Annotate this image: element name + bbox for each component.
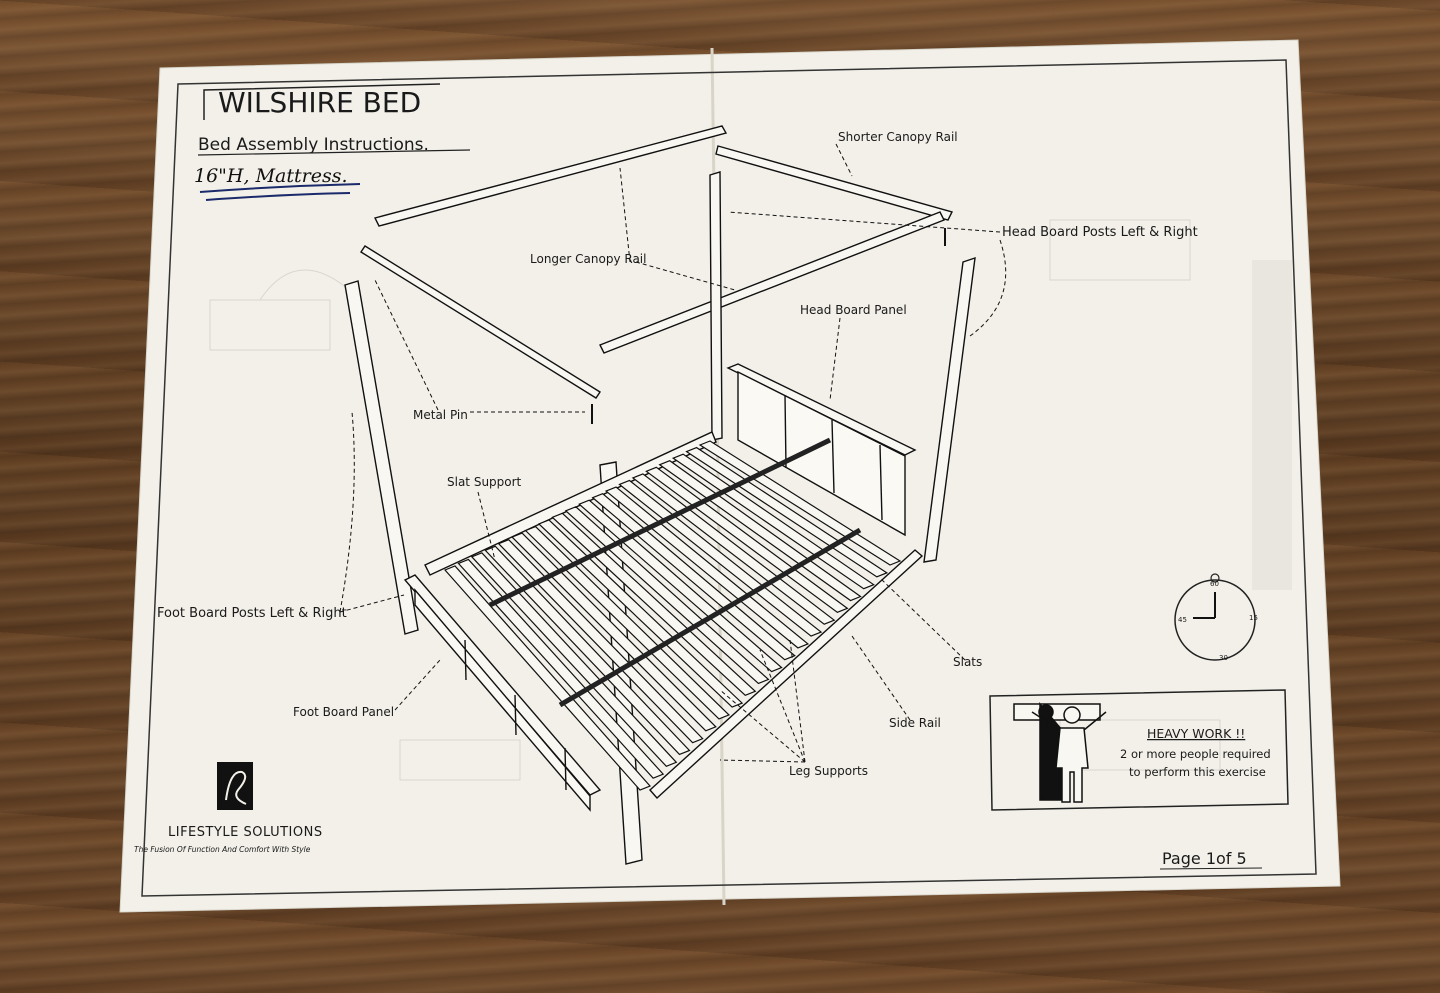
clock-mark-30: 30 [1219,654,1228,662]
bed-slat [443,565,652,791]
canopy-rail-longer-front [599,211,945,354]
side-rail [649,549,924,799]
two-people-icon [1013,701,1107,803]
leader-lines [339,143,1007,763]
canopy-rail-left [373,125,728,227]
title-bracket [203,83,441,120]
bed-slat [671,453,875,590]
document-title: WILSHIRE BED [218,86,421,119]
handwritten-note: 16"H, Mattress. [194,165,347,187]
slats-group [443,440,902,791]
bed-slat [591,492,796,661]
clock-mark-15: 15 [1249,614,1258,622]
page-indicator-underline [1159,867,1263,870]
headboard-slat-2 [831,419,835,494]
warning-line-1: 2 or more people required [1120,747,1271,761]
label-slat-support: Slat Support [447,475,522,489]
brand-name: LIFESTYLE SOLUTIONS [168,825,323,840]
footboard-panel [414,588,591,812]
label-longer-canopy-rail: Longer Canopy Rail [530,252,646,266]
footboard-slat-2 [514,694,517,736]
bed-slat [497,538,704,744]
slat-support-2 [558,527,862,708]
page-indicator: Page 1of 5 [1162,849,1247,868]
brand-tagline: The Fusion Of Function And Comfort With … [134,845,311,854]
clock-icon: 60 15 30 45 [1174,573,1258,662]
label-head-board-panel: Head Board Panel [800,303,907,317]
bed-slat [578,499,783,673]
label-foot-board-panel: Foot Board Panel [293,705,394,719]
heavy-work-warning: HEAVY WORK !! 2 or more people required … [989,689,1289,811]
canopy-rail-shorter [715,145,954,221]
label-foot-board-posts: Foot Board Posts Left & Right [157,606,347,621]
clock-mark-60: 60 [1210,580,1219,588]
headboard-post-right [923,256,976,563]
footboard-slat-3 [564,747,567,791]
warning-heading: HEAVY WORK !! [1147,726,1245,741]
headboard-slat-3 [879,444,883,521]
bed-slat [470,552,678,768]
headboard-slat-1 [784,394,787,469]
headboard-panel-face [737,370,906,537]
bed-drawing [344,125,976,865]
back-side-rail [424,431,717,576]
label-head-board-posts: Head Board Posts Left & Right [1002,225,1198,240]
bed-slat [604,486,810,649]
footboard-post-left [344,280,419,635]
headboard-post-left [709,171,723,441]
clock-mark-45: 45 [1178,616,1187,624]
subtitle-underline [197,149,471,156]
canopy-rail-longer-back [360,245,601,399]
bed-slat [537,519,744,708]
page-border [141,59,1317,897]
footboard-slat-1 [464,639,467,681]
brand-logo [217,762,253,810]
label-leg-supports: Leg Supports [789,764,868,778]
label-shorter-canopy-rail: Shorter Canopy Rail [838,130,958,144]
label-metal-pin: Metal Pin [413,408,468,422]
reverse-side-strip [1252,260,1292,590]
bed-slat [524,525,731,720]
slat-support-1 [488,437,832,608]
bed-slat [511,532,717,732]
handwritten-underline [199,183,361,201]
bed-slat [457,558,665,779]
label-slats: Slats [953,655,982,669]
document-subtitle: Bed Assembly Instructions. [198,135,429,155]
warning-line-2: to perform this exercise [1129,765,1266,779]
label-side-rail: Side Rail [889,716,941,730]
